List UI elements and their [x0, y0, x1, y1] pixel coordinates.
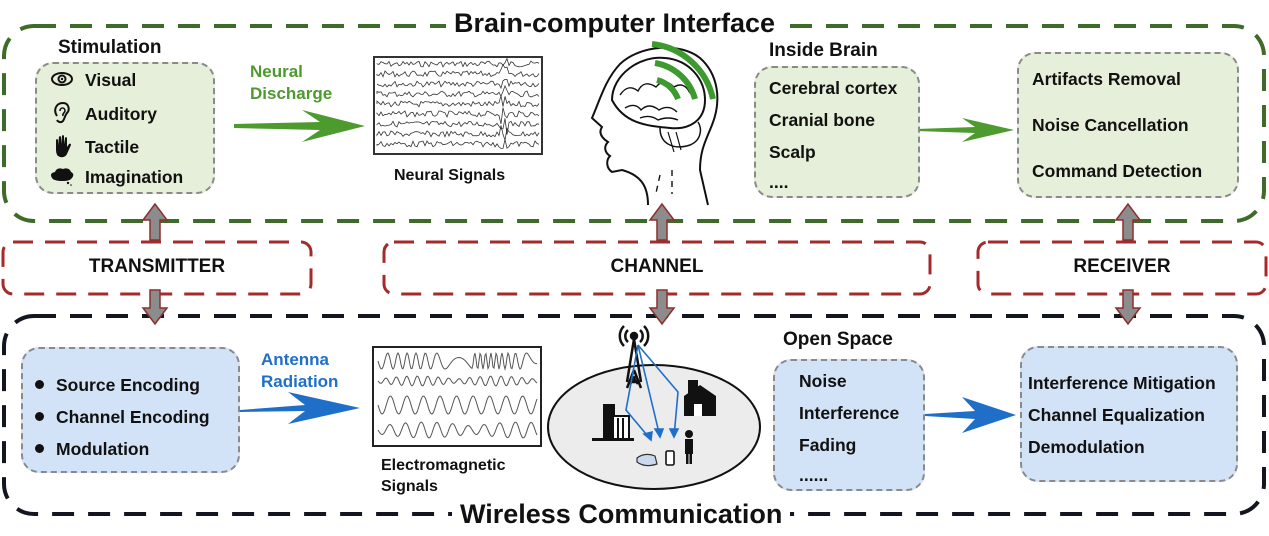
brain-signal-waves-icon [651, 41, 716, 101]
wireless-title: Wireless Communication [452, 499, 791, 529]
phone-icon [665, 450, 675, 466]
em-wave-trace [377, 351, 538, 371]
channel-label: CHANNEL [610, 256, 704, 277]
eeg-trace [376, 95, 540, 108]
open-space-item: ...... [799, 465, 829, 485]
hand-icon [49, 134, 75, 163]
eeg-trace [376, 57, 540, 68]
stimulation-item-visual: Visual [49, 70, 136, 92]
open-space-item: Fading [799, 435, 857, 455]
bci-title: Brain-computer Interface [446, 8, 784, 38]
processing-item: Artifacts Removal [1032, 69, 1181, 89]
cell-tower-icon [618, 325, 650, 389]
inside-brain-box: Cerebral cortex Cranial bone Scalp .... [754, 66, 920, 198]
inside-brain-item: Cranial bone [769, 110, 875, 130]
eeg-trace [376, 118, 540, 135]
em-wave-trace [377, 421, 538, 439]
processing-item: Noise Cancellation [1032, 115, 1189, 135]
bci-region-border [2, 24, 1266, 223]
connector-channel-up [648, 202, 676, 326]
stimulation-item-imagination: Imagination [49, 166, 183, 191]
thought-cloud-icon [49, 166, 75, 191]
inside-brain-heading: Inside Brain [769, 40, 878, 61]
receiver-item: Channel Equalization [1028, 405, 1205, 425]
eeg-trace [376, 79, 540, 90]
open-space-item: Interference [799, 403, 900, 423]
connector-transmitter-up [141, 202, 169, 326]
bullet-icon [35, 379, 44, 389]
inside-brain-item: .... [769, 172, 789, 192]
open-space-heading: Open Space [783, 329, 893, 350]
open-space-box: Noise Interference Fading ...... [773, 359, 925, 491]
bullet-icon [35, 411, 44, 421]
receiver-block-border [976, 240, 1268, 296]
stimulation-item-auditory: Auditory [49, 101, 157, 129]
transmitter-item: Source Encoding [35, 375, 200, 396]
receiver-item: Demodulation [1028, 437, 1145, 457]
transmitter-item: Modulation [35, 439, 149, 460]
ear-icon [49, 101, 75, 129]
person-icon [685, 430, 693, 464]
stimulation-item-tactile: Tactile [49, 134, 139, 163]
open-space-arrow [925, 397, 1016, 433]
em-wave-trace [377, 375, 538, 387]
neural-signals-plot [373, 56, 543, 155]
eye-icon [49, 71, 75, 92]
eeg-trace [376, 125, 540, 141]
wireless-scene-ellipse [547, 364, 761, 490]
neural-signals-caption: Neural Signals [394, 167, 506, 184]
processing-item: Command Detection [1032, 161, 1203, 181]
open-space-item: Noise [799, 371, 847, 391]
eeg-trace [376, 139, 540, 149]
neural-discharge-label: Neural Discharge [250, 62, 333, 103]
connector-receiver-up [1114, 202, 1142, 326]
receiver-item: Interference Mitigation [1028, 373, 1216, 393]
eeg-trace [376, 107, 540, 124]
transmitter-label: TRANSMITTER [88, 256, 226, 277]
vr-headset-icon [636, 453, 658, 467]
em-signals-caption: Electromagnetic Signals [381, 457, 506, 495]
building-left-icon [592, 404, 634, 441]
signal-processing-box: Artifacts Removal Noise Cancellation Com… [1017, 52, 1239, 198]
receiver-label: RECEIVER [1073, 256, 1171, 277]
wireless-receiver-box: Interference Mitigation Channel Equaliza… [1020, 346, 1238, 482]
inside-brain-item: Scalp [769, 142, 816, 162]
inside-brain-item: Cerebral cortex [769, 78, 898, 98]
em-wave-trace [377, 395, 538, 415]
bullet-icon [35, 443, 44, 453]
processing-arrow [916, 118, 1014, 142]
stimulation-heading: Stimulation [58, 37, 162, 58]
building-right-icon [684, 380, 716, 416]
antenna-radiation-arrow [240, 392, 360, 424]
stimulation-box: Visual Auditory Tactile Imagination [35, 62, 215, 194]
wireless-transmitter-box: Source Encoding Channel Encoding Modulat… [21, 347, 240, 473]
transmitter-item: Channel Encoding [35, 407, 210, 428]
eeg-trace [376, 84, 540, 98]
eeg-trace [376, 63, 540, 78]
radio-paths [625, 344, 680, 442]
channel-block-border [382, 240, 932, 296]
neural-discharge-arrow [234, 110, 365, 142]
antenna-radiation-label: Antenna Radiation [261, 350, 339, 391]
